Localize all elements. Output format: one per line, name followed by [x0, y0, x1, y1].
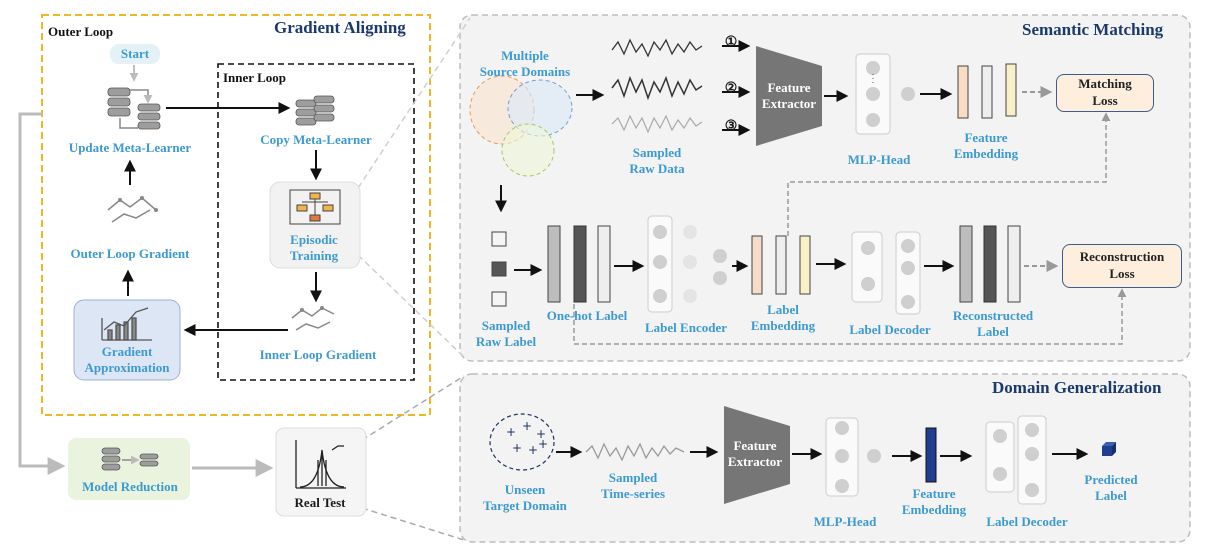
inner-gradient-icon	[291, 307, 335, 319]
raw-signal-2	[611, 75, 703, 101]
outer-loop-title: Outer Loop	[48, 24, 114, 39]
copy-meta-learner-label: Copy Meta-Learner	[260, 132, 372, 147]
label-embedding-bar-2	[775, 235, 787, 295]
flowchart-icon	[289, 189, 341, 225]
inner-loop-frame	[217, 63, 415, 381]
domain-generalization-title: Domain Generalization	[992, 378, 1162, 397]
distribution-icon	[295, 440, 346, 489]
label-decoder-2	[985, 415, 1047, 505]
domain-feature-embedding	[925, 427, 937, 483]
reconstructed-bar-3	[1007, 225, 1021, 303]
label-encoder	[647, 215, 727, 313]
real-test-box	[275, 427, 367, 517]
copy-database-icon	[295, 95, 335, 126]
source-domain-clusters	[469, 75, 573, 177]
marker-3: ③	[724, 119, 738, 134]
raw-signal-1	[611, 38, 703, 58]
label-embedding-bar-3	[799, 235, 811, 295]
one-hot-bar-3	[597, 225, 611, 303]
one-hot-bar-1	[547, 225, 561, 303]
marker-2: ②	[724, 81, 738, 96]
one-hot-bar-2	[573, 225, 587, 303]
start-box	[110, 44, 160, 64]
predicted-label-cube	[1102, 442, 1116, 456]
model-reduction-box	[68, 438, 190, 500]
mlp-head-label-1: MLP-Head	[847, 152, 911, 167]
reduction-database-icon	[101, 447, 159, 471]
svg-text:+: +	[538, 437, 548, 451]
feature-embedding-bar-1	[957, 65, 969, 119]
feature-extractor-1	[756, 46, 822, 146]
target-points: +++ +++	[506, 419, 548, 457]
feature-embedding-bar-2	[981, 65, 993, 119]
real-test-label: Real Test	[294, 495, 346, 510]
svg-text:+: +	[506, 425, 516, 439]
mlp-head-2	[825, 417, 881, 497]
feature-extractor-2	[724, 406, 790, 504]
gradient-chart-icon	[101, 307, 152, 341]
model-reduction-label: Model Reduction	[82, 479, 178, 494]
label-embedding-bar-1	[751, 235, 763, 295]
label-decoder-1	[851, 231, 921, 315]
episodic-training-box	[269, 181, 361, 269]
outer-gradient-icon	[107, 197, 157, 211]
svg-text:+: +	[536, 427, 546, 441]
inner-loop-title: Inner Loop	[223, 70, 286, 85]
marker-1: ①	[724, 35, 738, 50]
label-decoder-label-2: Label Decoder	[986, 514, 1068, 529]
outer-loop-gradient-label: Outer Loop Gradient	[70, 246, 190, 261]
mlp-head-1	[855, 53, 915, 135]
inner-loop-gradient-label: Inner Loop Gradient	[259, 347, 377, 362]
raw-label-cubes	[491, 231, 507, 307]
gradient-aligning-frame	[41, 14, 431, 416]
reconstructed-bar-1	[959, 225, 973, 303]
domain-generalization-panel	[459, 373, 1191, 543]
reconstructed-bar-2	[983, 225, 997, 303]
label-encoder-label: Label Encoder	[645, 320, 727, 335]
semantic-matching-title: Semantic Matching	[1022, 20, 1164, 39]
mlp-head-label-2: MLP-Head	[813, 514, 877, 529]
svg-text:+: +	[522, 419, 532, 433]
unseen-target-domain	[489, 413, 555, 471]
svg-text:+: +	[512, 441, 522, 455]
svg-text:+: +	[528, 443, 538, 457]
start-label: Start	[120, 46, 150, 61]
raw-signal-3	[611, 114, 703, 134]
one-hot-label-label: One-hot Label	[546, 308, 628, 323]
update-database-icon	[107, 87, 161, 130]
label-decoder-label-1: Label Decoder	[849, 322, 931, 337]
feature-embedding-bar-3	[1005, 63, 1017, 117]
time-series-signal	[585, 442, 685, 462]
update-meta-learner-label: Update Meta-Learner	[68, 140, 192, 155]
gradient-aligning-title: Gradient Aligning	[274, 18, 406, 37]
